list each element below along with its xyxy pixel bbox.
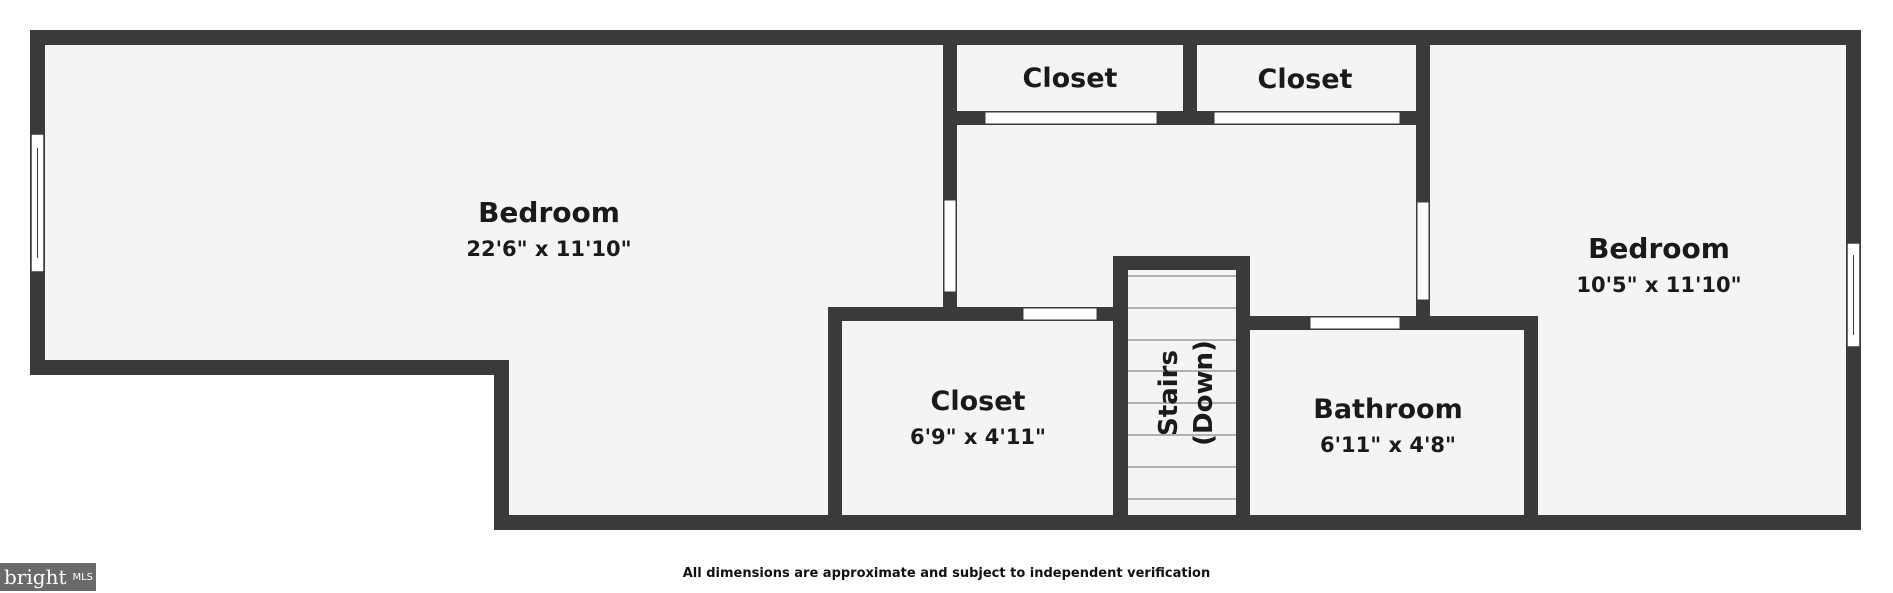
- door-closet-bottom: [1022, 307, 1098, 321]
- label-bedroom-left: Bedroom: [478, 196, 620, 229]
- doors: [943, 111, 1430, 330]
- door-bathroom: [1309, 316, 1401, 330]
- label-stairs: Stairs: [1154, 350, 1184, 436]
- logo-wordmark: bright: [4, 565, 67, 589]
- stair-treads: [1128, 275, 1236, 500]
- label-bedroom-right: Bedroom: [1588, 232, 1730, 265]
- door-closet-top-left: [984, 111, 1158, 125]
- label-bathroom: Bathroom: [1313, 394, 1462, 425]
- door-closet-top-right: [1213, 111, 1401, 125]
- logo-mls: MLS: [72, 571, 94, 583]
- dims-bedroom-left: 22'6" x 11'10": [466, 237, 631, 261]
- disclaimer-text: All dimensions are approximate and subje…: [682, 566, 1211, 581]
- label-stairs-direction: (Down): [1189, 340, 1219, 446]
- dims-closet-bottom: 6'9" x 4'11": [910, 425, 1046, 449]
- door-bedroom-right: [1416, 201, 1430, 301]
- label-closet-top-left: Closet: [1023, 63, 1118, 94]
- interior-walls: [828, 30, 1538, 530]
- door-bedroom-left: [943, 199, 957, 293]
- windows: [30, 133, 1861, 348]
- dims-bathroom: 6'11" x 4'8": [1320, 433, 1456, 457]
- dims-bedroom-right: 10'5" x 11'10": [1576, 273, 1741, 297]
- bright-mls-logo: bright MLS: [0, 563, 96, 591]
- label-closet-bottom: Closet: [931, 386, 1026, 417]
- label-closet-top-right: Closet: [1258, 64, 1353, 95]
